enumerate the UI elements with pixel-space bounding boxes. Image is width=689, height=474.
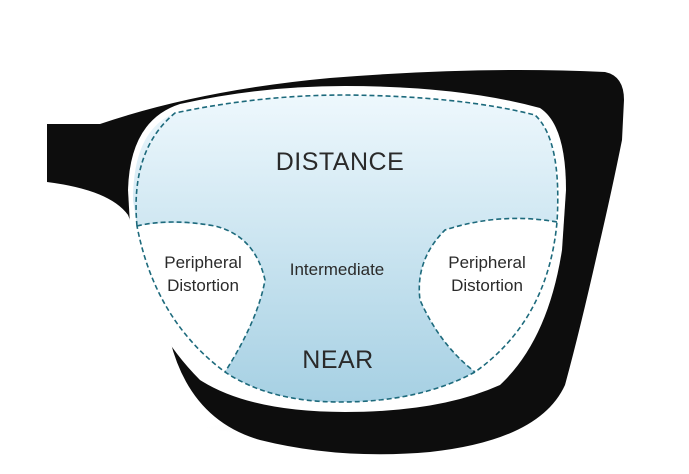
right-peripheral-label-line1: Peripheral <box>448 253 526 272</box>
right-peripheral-label-line2: Distortion <box>451 276 523 295</box>
left-peripheral-label-line2: Distortion <box>167 276 239 295</box>
lens-tinted-area <box>133 95 557 402</box>
right-distortion-boundary <box>418 217 558 373</box>
near-zone-label: NEAR <box>302 346 373 374</box>
distance-zone-label: DISTANCE <box>276 148 405 176</box>
lens-dashed-outline <box>135 94 559 403</box>
left-peripheral-label-line1: Peripheral <box>164 253 242 272</box>
left-distortion-boundary <box>136 221 266 373</box>
intermediate-zone-label: Intermediate <box>290 260 385 279</box>
